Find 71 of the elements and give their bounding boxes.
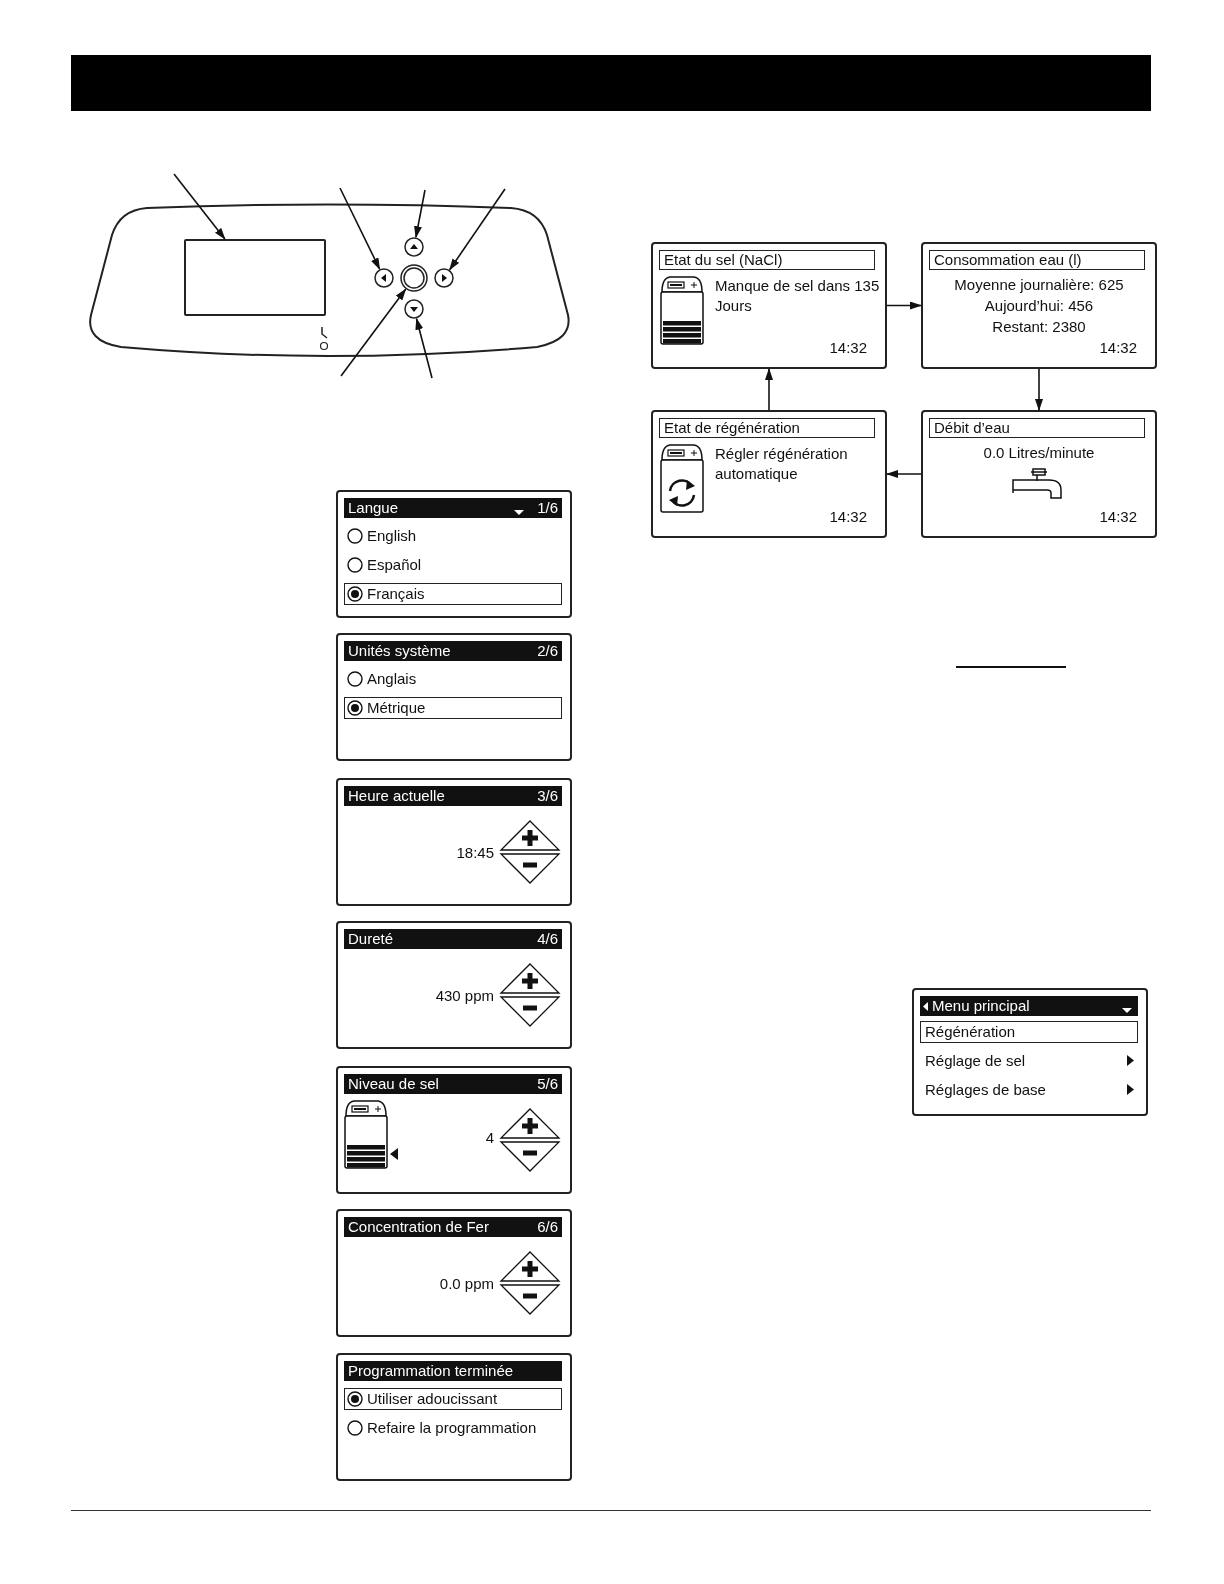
leader-line (414, 189, 426, 239)
status-screen (651, 410, 887, 538)
page-counter: 4/6 (537, 929, 558, 949)
page-counter: 5/6 (537, 1074, 558, 1094)
screen-title: Programmation terminée (348, 1361, 514, 1381)
menu-item: Régénération (925, 1023, 1016, 1041)
arrow (1035, 368, 1043, 411)
arrow (886, 470, 922, 478)
clock-time: 14:32 (829, 339, 867, 357)
setup-screen (336, 1066, 572, 1194)
control-panel (87, 205, 571, 360)
screen-title: Débit d’eau (929, 418, 1145, 438)
status-text: 0.0 Litres/minute (982, 444, 1096, 462)
setup-screen (336, 921, 572, 1049)
value-text: 430 ppm (435, 987, 494, 1005)
up-button (404, 237, 424, 257)
page-counter: 2/6 (537, 641, 558, 661)
leader-line (340, 288, 407, 377)
down-button (404, 299, 424, 319)
arrow (886, 301, 922, 310)
status-text: Régler régénération automatique (715, 444, 849, 484)
setup-screen (336, 633, 572, 761)
screen-title: Menu principal (932, 996, 1030, 1016)
option-label: Métrique (367, 699, 426, 717)
status-text: Moyenne journalière: 625 (953, 276, 1125, 294)
status-screen (651, 242, 887, 369)
status-screen (921, 242, 1157, 369)
screen-title: Langue (348, 498, 399, 518)
setup-screen (336, 490, 572, 618)
value-text: 0.0 ppm (439, 1275, 494, 1293)
value-text: 18:45 (456, 844, 494, 862)
setup-screen (336, 1353, 572, 1481)
screen-title: Dureté (348, 929, 394, 949)
leader-line (448, 188, 506, 271)
leader-line (173, 173, 226, 240)
value-text: 4 (485, 1129, 494, 1147)
leader-line (415, 317, 433, 379)
clock-time: 14:32 (1099, 508, 1137, 526)
status-text: Aujourd’hui: 456 (983, 297, 1095, 315)
screen-title: Heure actuelle (348, 786, 445, 806)
screen-title: Consommation eau (l) (929, 250, 1145, 270)
left-button (374, 268, 394, 288)
screen-title: Etat du sel (NaCl) (659, 250, 875, 270)
option-label: Español (367, 556, 422, 574)
status-text: Manque de sel dans 135 Jours (715, 276, 881, 316)
screen-title: Unités système (348, 641, 451, 661)
menu-screen (912, 988, 1148, 1116)
option-label: Anglais (367, 670, 417, 688)
page-counter: 3/6 (537, 786, 558, 806)
setup-screen (336, 1209, 572, 1337)
right-button (434, 268, 454, 288)
option-label: English (367, 527, 417, 545)
display-screen (184, 239, 326, 316)
page-counter: 1/6 (537, 498, 558, 518)
menu-item: Réglage de sel (925, 1052, 1026, 1070)
arrow (765, 368, 773, 411)
option-label: Utiliser adoucissant (367, 1390, 498, 1408)
clock-time: 14:32 (1099, 339, 1137, 357)
screen-title: Concentration de Fer (348, 1217, 489, 1237)
setup-screen (336, 778, 572, 906)
option-label: Refaire la programmation (367, 1419, 537, 1437)
leader-line (339, 187, 381, 270)
status-screen (921, 410, 1157, 538)
menu-item: Réglages de base (925, 1081, 1046, 1099)
center-button (400, 264, 428, 292)
clock-time: 14:32 (829, 508, 867, 526)
option-label: Français (367, 585, 425, 603)
screen-title: Niveau de sel (348, 1074, 439, 1094)
status-text: Restant: 2380 (991, 318, 1087, 336)
page-counter: 6/6 (537, 1217, 558, 1237)
screen-title: Etat de régénération (659, 418, 875, 438)
